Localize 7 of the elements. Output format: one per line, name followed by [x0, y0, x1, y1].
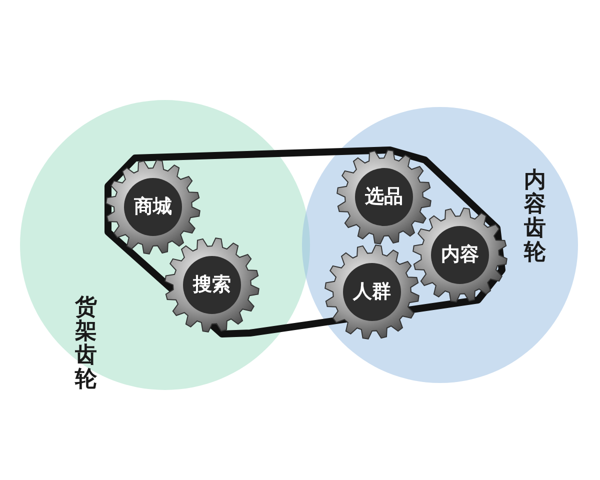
gear-label: 选品	[365, 188, 403, 206]
gear-label: 人群	[353, 282, 391, 302]
gear-label: 搜索	[193, 276, 231, 294]
gear-label: 内容	[441, 246, 479, 264]
gear-label: 商城	[134, 198, 172, 216]
zone-label: 内容齿轮	[524, 169, 547, 265]
zone-label: 货架齿轮	[75, 296, 98, 392]
